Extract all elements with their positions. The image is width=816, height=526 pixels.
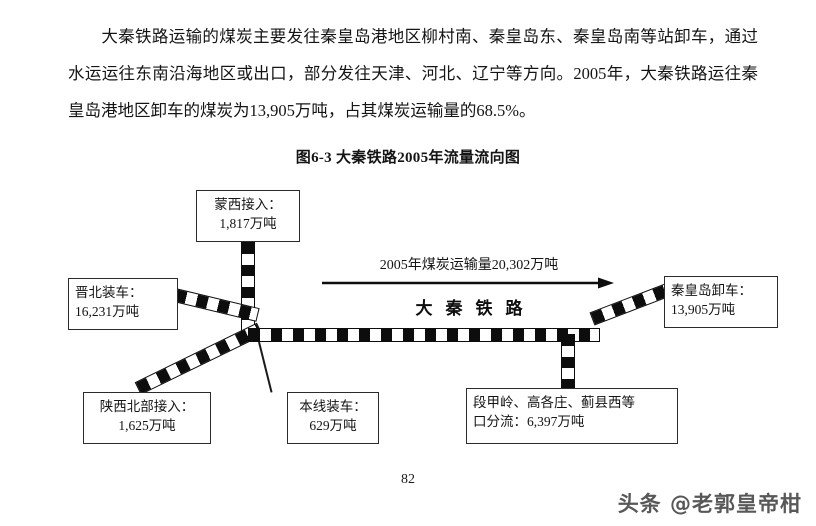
node-box-jinbei-value: 16,231万吨 bbox=[75, 304, 140, 319]
rail-segment-shaanxi-branch bbox=[134, 322, 264, 395]
node-box-mengxi: 蒙西接入： 1,817万吨 bbox=[196, 190, 300, 242]
flow-diagram: 2005年煤炭运输量20,302万吨 大秦铁路 蒙西接入： 1,817万吨 晋北… bbox=[0, 170, 816, 465]
node-box-shaanxi-title: 陕西北部接入： bbox=[99, 399, 195, 414]
leader-line-benxian bbox=[258, 341, 273, 393]
node-box-duanjialing-value: 口分流：6,397万吨 bbox=[473, 414, 585, 429]
flow-volume-label: 2005年煤炭运输量20,302万吨 bbox=[379, 258, 559, 273]
node-box-mengxi-value: 1,817万吨 bbox=[219, 216, 277, 231]
node-box-shaanxi-value: 1,625万吨 bbox=[118, 418, 176, 433]
figure-caption: 图6-3 大秦铁路2005年流量流向图 bbox=[295, 150, 521, 166]
node-box-qinhuangdao: 秦皇岛卸车： 13,905万吨 bbox=[664, 276, 778, 328]
node-box-duanjialing: 段甲岭、高各庄、蓟县西等 口分流：6,397万吨 bbox=[466, 388, 678, 444]
body-paragraph: 大秦铁路运输的煤炭主要发往秦皇岛港地区柳村南、秦皇岛东、秦皇岛南等站卸车，通过水… bbox=[68, 18, 758, 129]
node-box-duanjialing-title: 段甲岭、高各庄、蓟县西等 bbox=[473, 395, 635, 410]
node-box-benxian-value: 629万吨 bbox=[309, 418, 357, 433]
flow-direction-arrow-icon bbox=[322, 277, 614, 289]
node-box-benxian: 本线装车： 629万吨 bbox=[287, 392, 379, 444]
node-box-jinbei-title: 晋北装车： bbox=[75, 285, 143, 300]
rail-segment-duanjialing-branch bbox=[561, 334, 575, 392]
node-box-qinhuangdao-value: 13,905万吨 bbox=[671, 302, 736, 317]
paragraph-text: 大秦铁路运输的煤炭主要发往秦皇岛港地区柳村南、秦皇岛东、秦皇岛南等站卸车，通过水… bbox=[68, 27, 758, 120]
rail-segment-main-trunk bbox=[248, 328, 600, 342]
node-box-mengxi-title: 蒙西接入： bbox=[214, 197, 282, 212]
railway-name-label: 大秦铁路 bbox=[415, 299, 536, 318]
node-box-jinbei: 晋北装车： 16,231万吨 bbox=[68, 278, 178, 330]
watermark: 头条 @老郭皇帝柑 bbox=[617, 492, 802, 516]
page-number: 82 bbox=[401, 472, 415, 487]
node-box-qinhuangdao-title: 秦皇岛卸车： bbox=[671, 283, 752, 298]
node-box-shaanxi: 陕西北部接入： 1,625万吨 bbox=[83, 392, 211, 444]
node-box-benxian-title: 本线装车： bbox=[299, 399, 367, 414]
